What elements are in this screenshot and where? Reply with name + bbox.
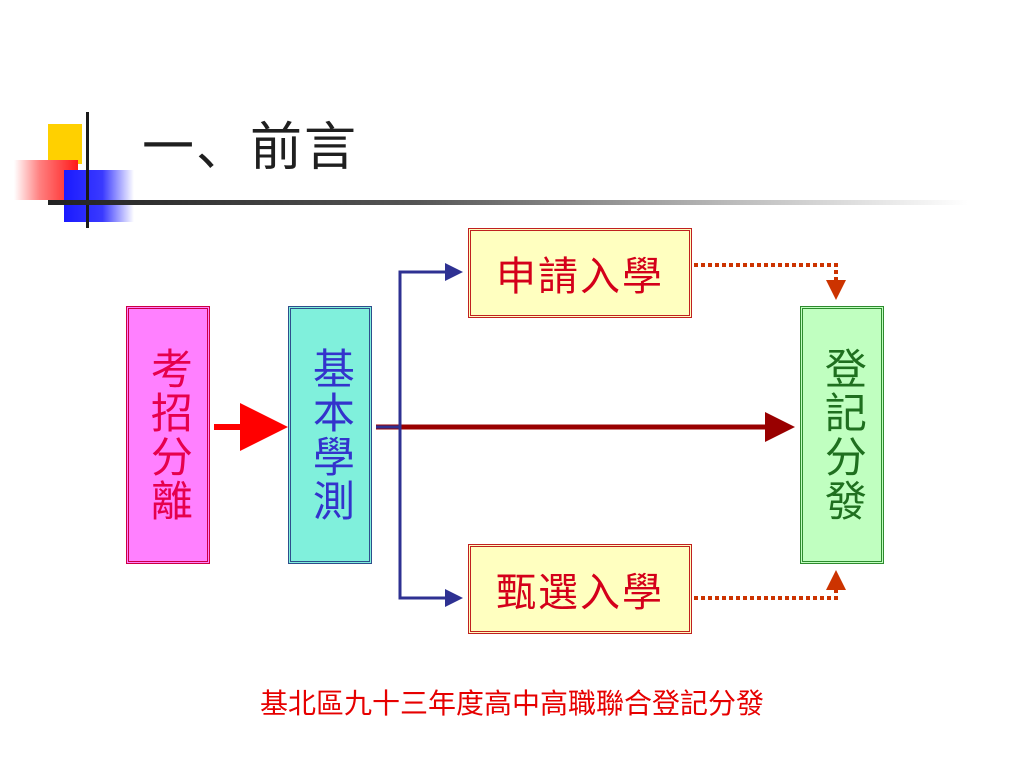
- node-shenqing-ruxue-label: 申請入學: [496, 254, 664, 300]
- node-zhenxuan-ruxue: 甄選入學: [468, 544, 692, 634]
- title-decoration-blue-gradient: [64, 170, 134, 222]
- slide-caption: 基北區九十三年度高中高職聯合登記分發: [259, 687, 764, 720]
- node-shenqing-ruxue: 申請入學: [468, 228, 692, 318]
- node-jiben-xuece: 基本學測: [288, 306, 372, 564]
- node-zhenxuan-ruxue-label: 甄選入學: [496, 570, 664, 616]
- node-kaozhao-fenli-label: 考招分離: [144, 347, 194, 523]
- arrow-jiben-to-zhenxuan: [398, 427, 463, 607]
- node-jiben-xuece-label: 基本學測: [306, 347, 356, 523]
- slide-title: 一、前言: [142, 118, 359, 178]
- arrow-zhenxuan-to-dengji: [694, 570, 846, 600]
- title-decoration-yellow-square: [48, 124, 82, 164]
- arrow-shenqing-to-dengji: [694, 263, 846, 300]
- node-kaozhao-fenli: 考招分離: [126, 306, 210, 564]
- node-dengji-fenfa-label: 登記分發: [818, 347, 868, 523]
- arrow-jiben-to-shenqing: [376, 263, 463, 429]
- title-decoration-vertical-line: [86, 112, 89, 228]
- title-underline: [48, 200, 968, 205]
- node-dengji-fenfa: 登記分發: [800, 306, 884, 564]
